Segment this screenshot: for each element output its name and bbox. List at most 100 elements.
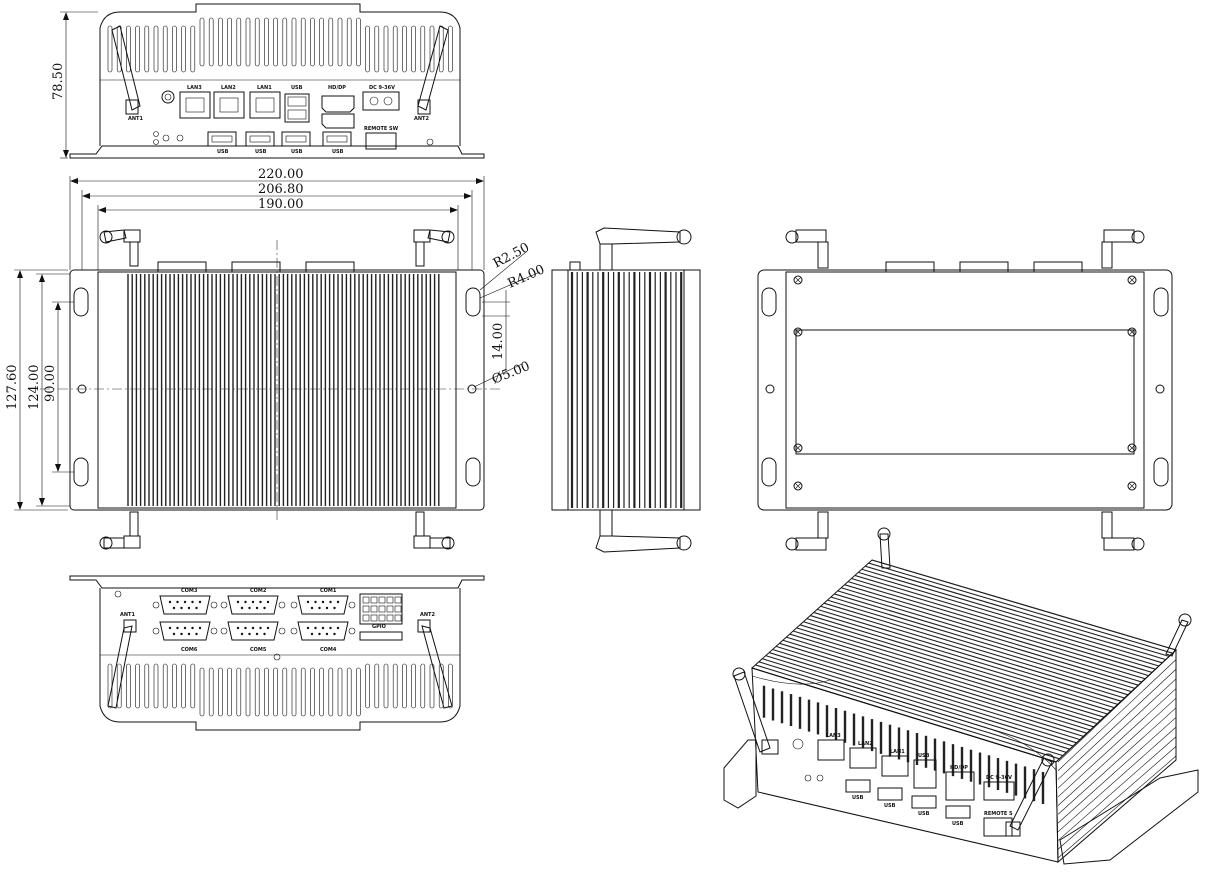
iso-heatsink-fin (789, 633, 1094, 728)
rear-vent-slot (199, 667, 205, 717)
iso-heatsink-fin (755, 664, 1060, 760)
com-port (152, 595, 218, 615)
iso-heatsink-fin (792, 630, 1098, 725)
iso-lan3-label: LAN3 (826, 733, 841, 739)
rear-vent-slot (291, 667, 297, 717)
iso-side-rib (1057, 688, 1177, 798)
iso-antenna-right (1005, 753, 1055, 837)
gpio-pin (386, 596, 394, 604)
front-vent-slot (291, 17, 297, 67)
ant2-label: ANT2 (414, 116, 429, 122)
iso-antenna-back-right (1165, 613, 1192, 657)
usb-port-1[interactable] (207, 131, 237, 147)
iso-usb4-label: USB (952, 821, 964, 827)
usb-port-2[interactable] (245, 131, 275, 147)
iso-heatsink-fin (816, 608, 1122, 702)
rear-vent-slot (227, 667, 232, 717)
iso-side-rib (1057, 746, 1177, 850)
antenna-bv-tl (785, 229, 829, 269)
usb-stack-port[interactable] (284, 93, 310, 123)
iso-side-rib (1057, 649, 1177, 763)
iso-side-rib (1057, 697, 1177, 806)
front-vent-slot (411, 25, 416, 73)
gpio-terminal[interactable] (359, 593, 403, 625)
lan3-label: LAN3 (187, 85, 202, 91)
rear-vent-slot (135, 663, 140, 709)
com-port (220, 621, 286, 641)
dc-input-port[interactable] (362, 91, 400, 111)
front-vent-slot (172, 25, 177, 73)
lan1-port[interactable] (249, 91, 281, 119)
front-vent-slot (356, 17, 361, 67)
lan3-port[interactable] (179, 91, 211, 119)
rear-ant2-label: ANT2 (420, 612, 435, 618)
depth-overall-dim: 127.60 (5, 365, 20, 411)
iso-lan1-label: LAN1 (890, 749, 905, 755)
antenna-side-bottom (595, 509, 692, 553)
rear-vent-slot (310, 667, 315, 717)
lan2-port[interactable] (213, 91, 245, 119)
front-vent-slot (420, 25, 426, 73)
iso-heatsink-fin (786, 636, 1091, 731)
com-port (290, 595, 356, 615)
rear-vent-slot (438, 663, 444, 709)
iso-heatsink-fin (772, 648, 1077, 744)
usb-port-3[interactable] (281, 131, 311, 147)
rear-vent-slot (208, 667, 214, 717)
isometric-view: LAN3 LAN2 LAN1 USB HD/DP DC 9-36V REMOTE… (723, 527, 1199, 865)
screw-icon (1127, 327, 1137, 337)
gpio-pin (394, 596, 402, 604)
rear-vent-slot (273, 667, 278, 717)
iso-heatsink-fin (810, 615, 1115, 709)
rear-vent-slot (236, 667, 242, 717)
height-front-dim: 78.50 (51, 63, 66, 100)
usb1-label: USB (217, 149, 229, 155)
gpio-pin (386, 614, 394, 622)
usb-port-4[interactable] (322, 131, 352, 147)
front-view: ANT1 ANT2 LAN3 LAN2 LAN1 USB HD/DP (51, 3, 485, 159)
screw-icon (793, 443, 803, 453)
rear-vent-slot (144, 663, 150, 709)
screw-icon (793, 327, 803, 337)
front-vent-slot (310, 17, 315, 67)
rear-vent-slot (162, 663, 168, 709)
rear-vent-slot (420, 663, 426, 709)
gpio-pin (378, 605, 386, 613)
antenna-top-left (99, 229, 141, 267)
front-vent-slot (402, 25, 407, 73)
remote-switch-terminal[interactable] (365, 132, 397, 150)
com-port (220, 595, 286, 615)
rear-vent-slot (392, 663, 398, 709)
rear-vent-slot (116, 663, 122, 709)
iso-antenna-back-left (877, 527, 891, 569)
rear-vent-slot (172, 663, 177, 709)
iso-heatsink-fin (830, 596, 1136, 689)
power-button[interactable] (161, 90, 175, 104)
usb4-label: USB (332, 149, 344, 155)
rear-vent-slot (346, 667, 352, 717)
rear-vent-slot (374, 663, 380, 709)
com-port (152, 621, 218, 641)
mount-slot-tr (465, 287, 481, 317)
front-vent-slot (218, 17, 223, 67)
front-vent-slot (190, 25, 196, 73)
gpio-pin (362, 605, 370, 613)
iso-heatsink-fin (768, 652, 1074, 747)
iso-side-rib (1057, 736, 1177, 841)
front-vent-slot (273, 17, 278, 67)
screw-icon (793, 481, 803, 491)
front-vent-slot (245, 17, 251, 67)
screw-icon (1127, 275, 1137, 285)
front-vent-slot (365, 25, 370, 73)
hole-dia-dim: Ø5.00 (490, 359, 532, 388)
iso-heatsink-fin (827, 599, 1132, 693)
iso-heatsink-fin (799, 624, 1105, 718)
front-vent-slot (300, 17, 306, 67)
iso-usb-label: USB (918, 753, 930, 759)
iso-heatsink-fin (813, 611, 1118, 705)
dc-label: DC 9-36V (369, 85, 395, 91)
front-vent-slot (319, 17, 324, 67)
gpio-pin (370, 605, 378, 613)
hdmi-dp-port[interactable] (321, 95, 355, 129)
iso-heatsink-fin (796, 627, 1101, 721)
